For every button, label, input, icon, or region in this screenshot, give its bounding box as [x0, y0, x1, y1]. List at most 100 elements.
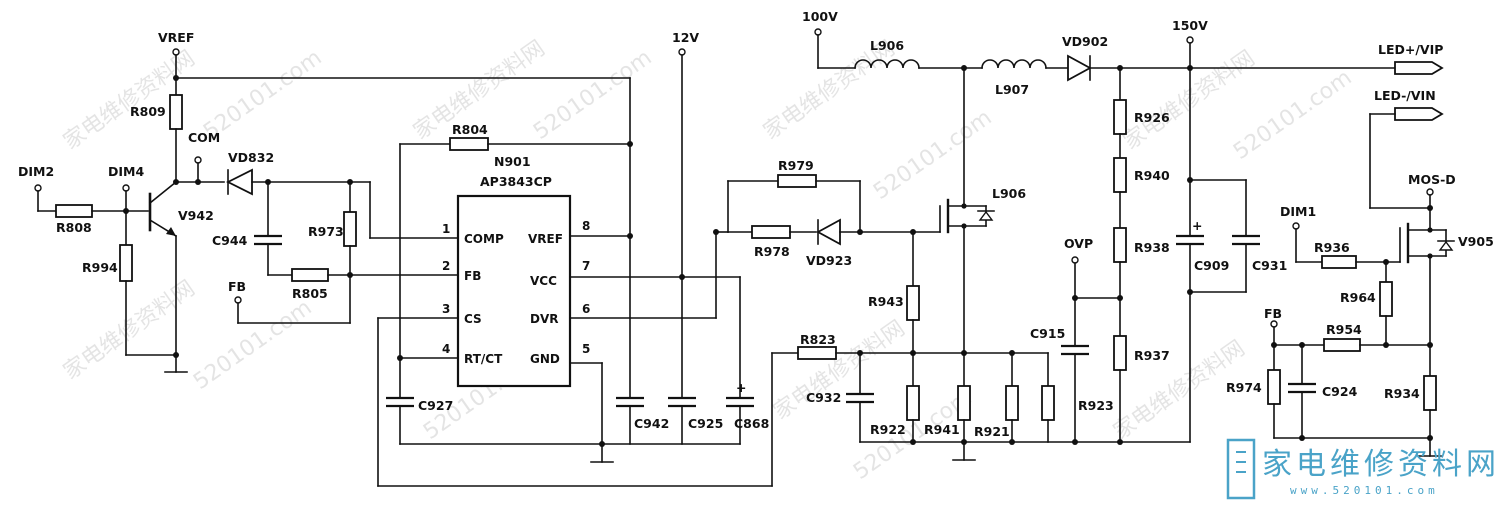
part-label-r964: R964 [1340, 290, 1376, 305]
terminal-12v [678, 48, 686, 56]
part-label-r805: R805 [292, 286, 328, 301]
resistor-r936 [1321, 255, 1357, 269]
net-label-100v: 100V [802, 9, 838, 24]
part-label-c942: C942 [634, 416, 669, 431]
part-label-r938: R938 [1134, 240, 1170, 255]
net-label-led-plus: LED+/VIP [1378, 42, 1443, 57]
diode-vd902 [1067, 54, 1092, 82]
resistor-r941 [957, 385, 971, 421]
net-label-vref: VREF [158, 30, 194, 45]
pin-num: 4 [442, 342, 450, 356]
inductor-l906 [854, 59, 920, 69]
pin-num: 5 [582, 342, 590, 356]
part-label-r921: R921 [974, 424, 1010, 439]
pin-name: RT/CT [464, 352, 503, 366]
net-label-dim1: DIM1 [1280, 204, 1316, 219]
part-label-r978: R978 [754, 244, 790, 259]
part-label-r943: R943 [868, 294, 904, 309]
diode-vd832 [225, 168, 253, 196]
part-label-r974: R974 [1226, 380, 1262, 395]
part-label-c944: C944 [212, 233, 248, 248]
net-label-fb-left: FB [228, 279, 246, 294]
resistor-r940 [1113, 157, 1127, 193]
part-label-r973: R973 [308, 224, 344, 239]
polarity-plus: + [1192, 218, 1202, 233]
watermark-cn: 家电维修资料网 [769, 316, 910, 425]
terminal-100v [814, 28, 822, 36]
watermark-url: 520101.com [529, 45, 656, 145]
part-label-l906-top: L906 [870, 38, 904, 53]
ic-n901 [456, 194, 572, 388]
part-label-v905: V905 [1458, 234, 1494, 249]
terminal-mos-d [1426, 188, 1434, 196]
part-label-r923: R923 [1078, 398, 1114, 413]
part-label-c924: C924 [1322, 384, 1358, 399]
terminal-dim1 [1292, 222, 1300, 230]
part-label-r934: R934 [1384, 386, 1420, 401]
part-label-r954: R954 [1326, 322, 1362, 337]
part-label-r809: R809 [130, 104, 166, 119]
net-label-ovp: OVP [1064, 236, 1093, 251]
resistor-r921 [1005, 385, 1019, 421]
net-label-dim4: DIM4 [108, 164, 144, 179]
resistor-r922 [906, 385, 920, 421]
diode-vd923 [816, 218, 841, 246]
part-label-c932: C932 [806, 390, 841, 405]
resistor-r964 [1379, 281, 1393, 317]
part-label-r808: R808 [56, 220, 92, 235]
part-label-vd832: VD832 [228, 150, 274, 165]
resistor-r954 [1323, 338, 1361, 352]
part-label-c925: C925 [688, 416, 723, 431]
resistor-r978 [751, 225, 791, 239]
pin-num: 2 [442, 259, 450, 273]
pin-name: FB [464, 269, 481, 283]
part-label-c915: C915 [1030, 326, 1065, 341]
pin-num: 3 [442, 302, 450, 316]
resistor-r973 [343, 211, 357, 247]
watermark-cn: 家电维修资料网 [59, 276, 200, 385]
pin-num: 6 [582, 302, 590, 316]
pin-name: VCC [530, 274, 557, 288]
terminal-fb-right [1270, 320, 1278, 328]
terminal-dim4 [122, 184, 130, 192]
terminal-com [194, 156, 202, 164]
part-label-r804: R804 [452, 122, 488, 137]
net-label-com: COM [188, 130, 220, 145]
resistor-r808 [55, 204, 93, 218]
part-label-c927: C927 [418, 398, 453, 413]
part-label-r922: R922 [870, 422, 906, 437]
resistor-r979 [777, 174, 817, 188]
ic-part: AP3843CP [480, 174, 552, 189]
part-label-c909: C909 [1194, 258, 1229, 273]
part-label-l906-mos: L906 [992, 186, 1026, 201]
ic-ref: N901 [494, 154, 531, 169]
terminal-150v [1186, 36, 1194, 44]
part-label-vd902: VD902 [1062, 34, 1108, 49]
polarity-plus: + [736, 380, 746, 395]
net-label-dim2: DIM2 [18, 164, 54, 179]
pin-name: GND [530, 352, 560, 366]
resistor-unlabeled [1041, 385, 1055, 421]
inductor-l907 [981, 59, 1047, 69]
net-label-fb-right: FB [1264, 306, 1282, 321]
resistor-r804 [449, 137, 489, 151]
resistor-r994 [119, 244, 133, 282]
net-label-12v: 12V [672, 30, 699, 45]
net-label-150v: 150V [1172, 18, 1208, 33]
terminal-fb-left [234, 296, 242, 304]
part-label-r926: R926 [1134, 110, 1170, 125]
part-label-r941: R941 [924, 422, 960, 437]
watermark-url: 520101.com [189, 295, 316, 395]
connector-led-plus [1394, 61, 1444, 75]
part-label-r979: R979 [778, 158, 814, 173]
terminal-ovp [1071, 256, 1079, 264]
logo-text: 家电维修资料网 [1262, 447, 1500, 482]
part-label-vd923: VD923 [806, 253, 852, 268]
part-label-c868: C868 [734, 416, 769, 431]
resistor-r937 [1113, 335, 1127, 371]
part-label-r823: R823 [800, 332, 836, 347]
part-label-l907: L907 [995, 82, 1029, 97]
pin-name: DVR [530, 312, 559, 326]
